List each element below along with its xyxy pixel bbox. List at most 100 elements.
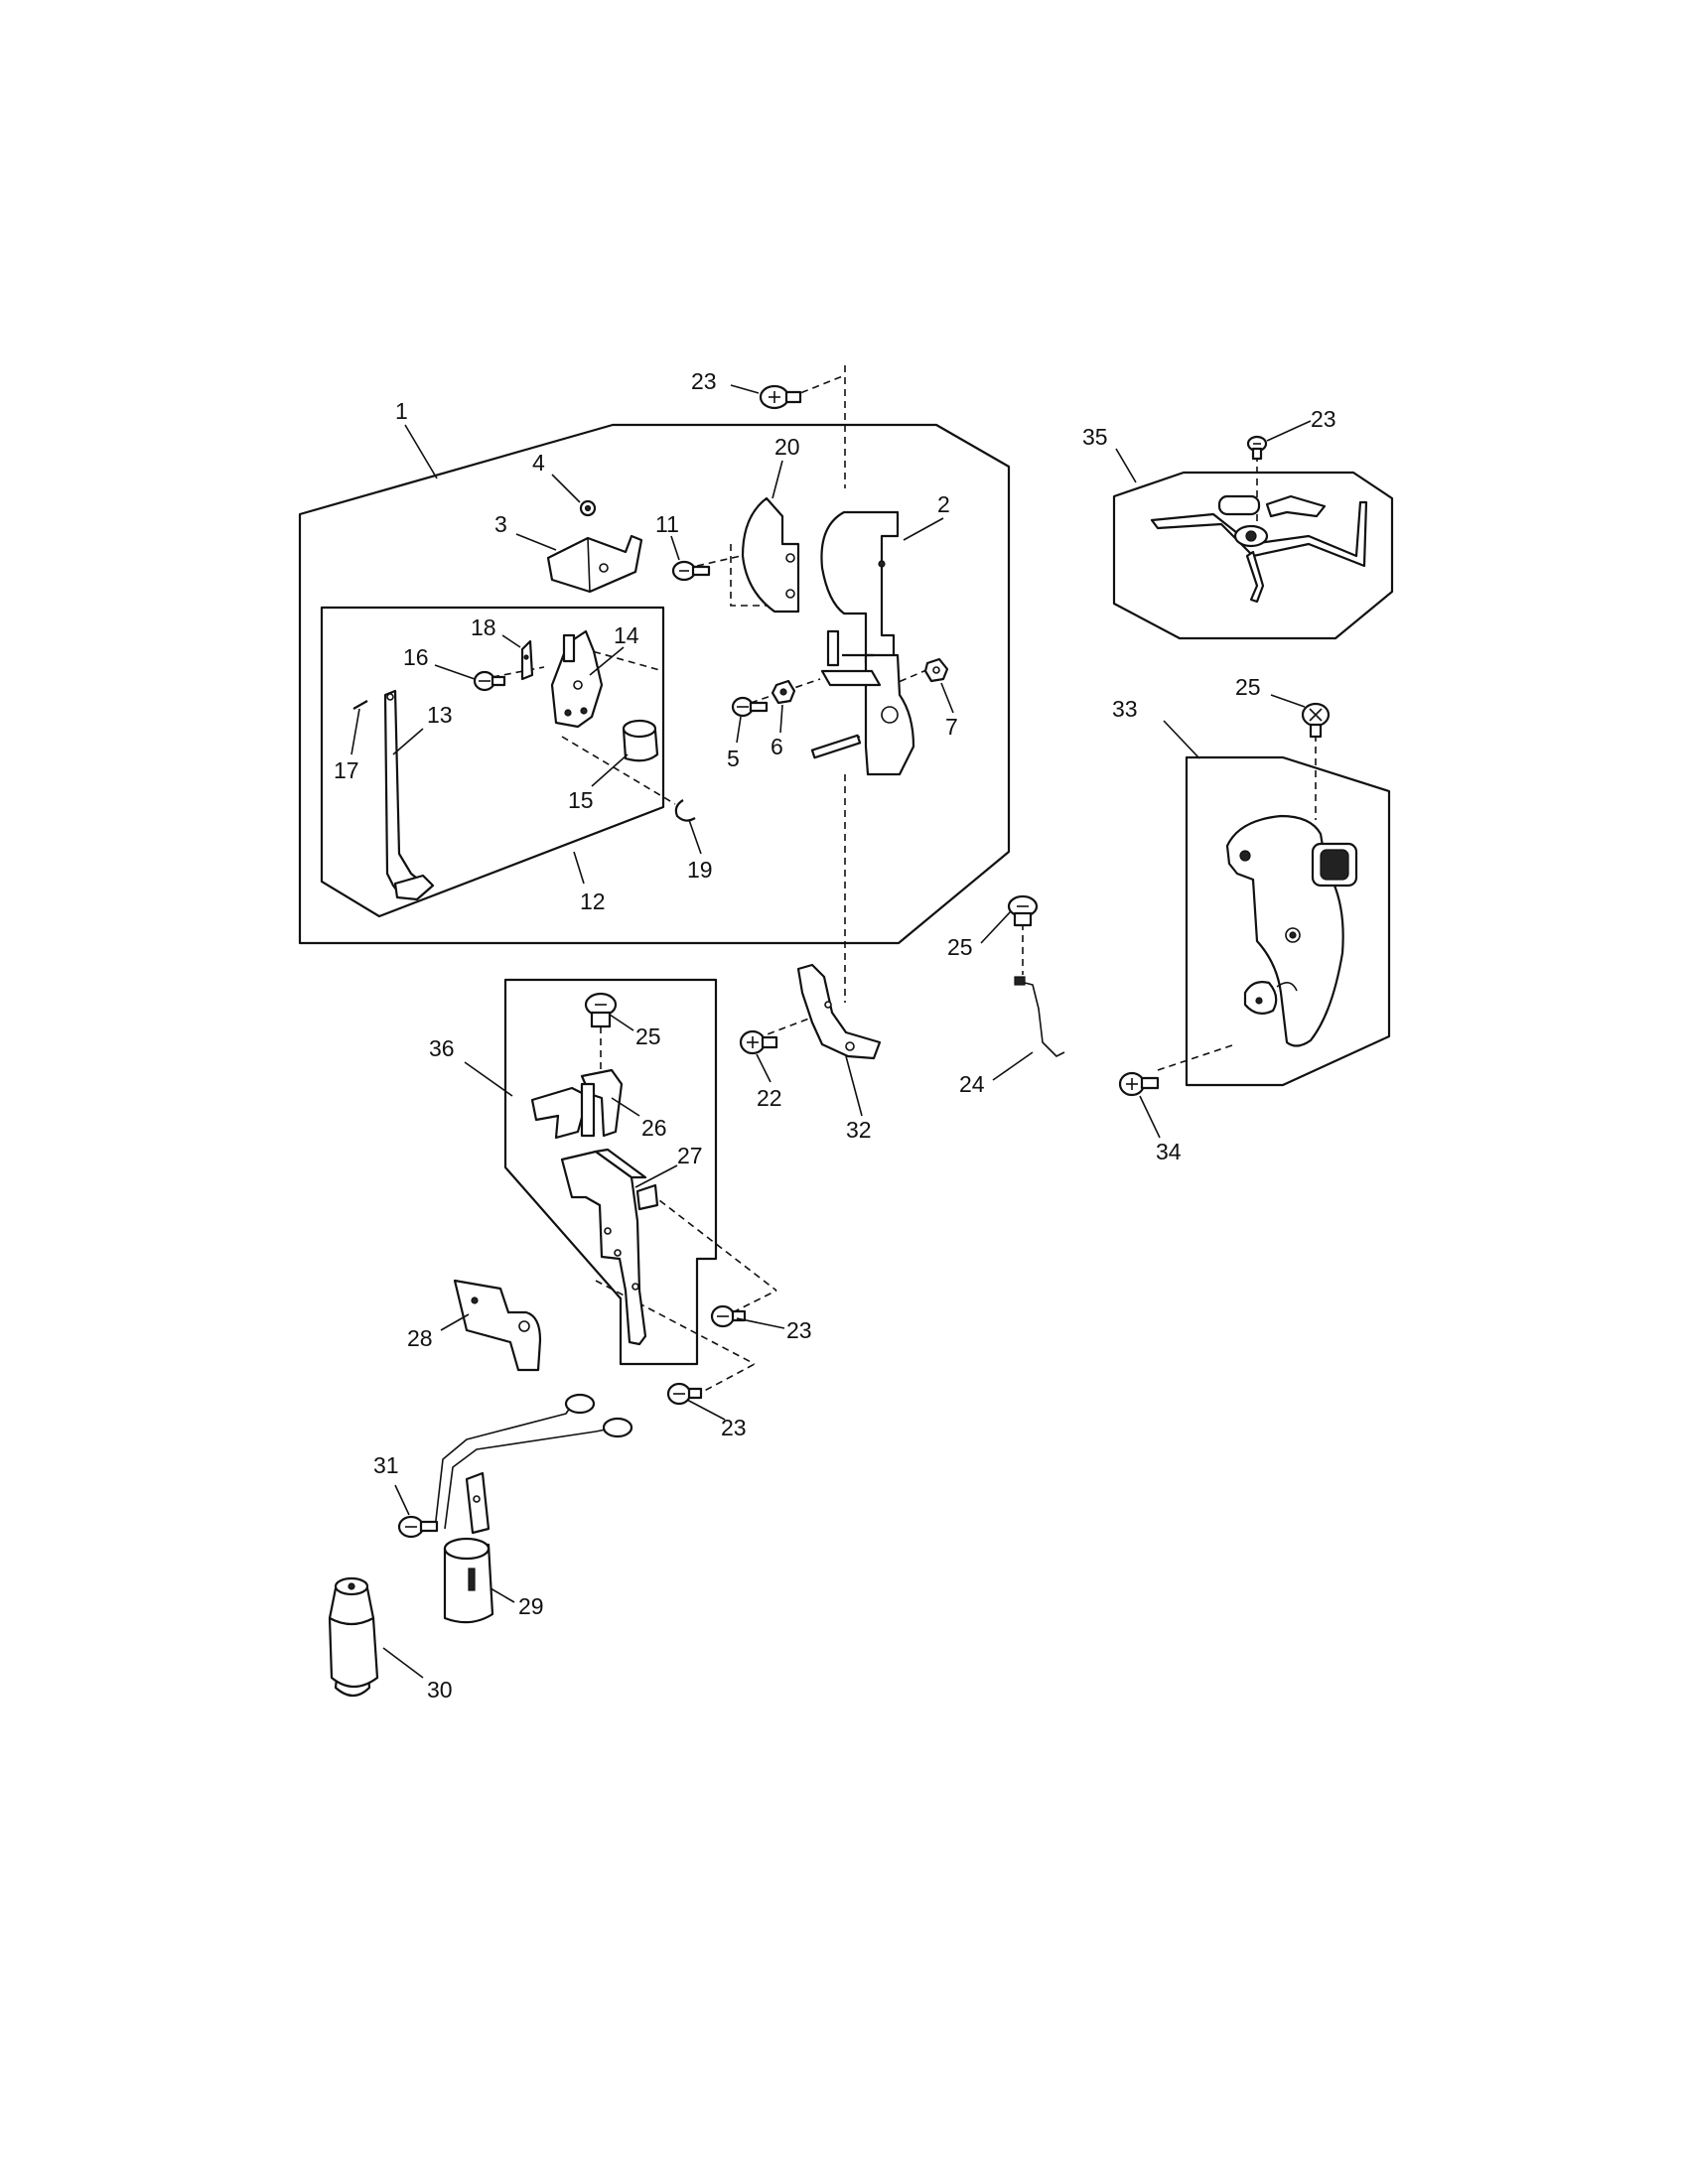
part-19-ering (674, 799, 696, 822)
leader-5 (736, 716, 742, 744)
assembly-35-outline (1112, 471, 1394, 640)
part-33-assembly (1225, 814, 1358, 1047)
leader-2 (903, 517, 944, 541)
part-4-nut (579, 499, 597, 517)
callout-19: 19 (687, 857, 713, 883)
callout-2: 2 (937, 491, 950, 517)
leader-35 (1115, 448, 1137, 483)
assembly-line-top-screw (789, 374, 846, 398)
leader-14 (589, 646, 625, 676)
callout-29: 29 (518, 1593, 544, 1619)
callout-32: 32 (846, 1117, 872, 1143)
leader-19 (688, 819, 702, 855)
leader-17 (351, 708, 360, 755)
callout-20: 20 (774, 434, 800, 460)
part-6-nut (771, 679, 796, 705)
callout-28: 28 (407, 1325, 433, 1351)
callout-5: 5 (727, 746, 740, 771)
assembly-line-16 (491, 666, 545, 678)
callout-13: 13 (427, 702, 453, 728)
part-18-link (520, 639, 534, 681)
part-24-spring (1014, 976, 1065, 1057)
callout-31: 31 (373, 1452, 399, 1478)
leader-4 (551, 474, 581, 503)
part-15-cylinder (622, 719, 659, 762)
leader-18 (501, 634, 521, 648)
part-35-assembly (1150, 494, 1368, 604)
part-25-screw-24 (1007, 894, 1039, 927)
part-32-bracket (796, 963, 882, 1060)
callout-25-left-of-24: 25 (947, 934, 973, 960)
part-34-screw (1118, 1071, 1160, 1097)
assembly-33-outline (1185, 755, 1391, 1087)
leader-23c (736, 1317, 785, 1329)
leader-25b (609, 1014, 634, 1031)
callout-34: 34 (1156, 1139, 1182, 1164)
part-29-lamp-socket (434, 1393, 633, 1624)
part-20-plate (741, 496, 800, 614)
leader-16 (434, 664, 476, 680)
part-22-screw (739, 1029, 778, 1055)
assembly-1-outline (298, 423, 1011, 945)
leader-1 (404, 424, 438, 479)
part-16-screw (473, 670, 506, 692)
leader-33 (1163, 720, 1200, 759)
callout-12: 12 (580, 888, 606, 914)
callout-1: 1 (395, 398, 408, 424)
part-3-bracket (546, 534, 643, 594)
callout-14: 14 (614, 622, 639, 648)
callout-30: 30 (427, 1677, 453, 1703)
callout-25-33: 25 (1235, 674, 1261, 700)
callout-23-top: 23 (691, 368, 717, 394)
leader-13 (392, 728, 424, 755)
callout-7: 7 (945, 714, 958, 740)
leader-34 (1139, 1095, 1161, 1139)
part-23-screw-top (759, 384, 802, 410)
callout-6: 6 (771, 734, 783, 759)
assembly-line-34 (1157, 1043, 1236, 1071)
leader-11 (670, 535, 680, 561)
leader-20 (772, 460, 783, 499)
callout-4: 4 (532, 450, 545, 476)
part-28-plate (453, 1279, 542, 1372)
leader-30 (382, 1647, 424, 1679)
leader-29 (490, 1587, 515, 1603)
callout-18: 18 (471, 614, 496, 640)
callout-36: 36 (429, 1035, 455, 1061)
leader-24 (992, 1051, 1034, 1081)
assembly-line-19 (561, 736, 676, 805)
leader-22 (756, 1053, 772, 1083)
callout-17: 17 (334, 757, 359, 783)
part-7-nut (923, 657, 949, 683)
callout-16: 16 (403, 644, 429, 670)
assembly-36-outline (503, 978, 718, 1366)
assembly-line-7 (877, 666, 934, 692)
part-27-bracket (560, 1148, 659, 1346)
callout-23-top-right: 23 (1311, 406, 1336, 432)
leader-25c (1270, 694, 1306, 708)
leader-6 (779, 704, 783, 734)
leader-25a (980, 910, 1012, 944)
callout-11: 11 (655, 511, 679, 537)
callout-27: 27 (677, 1143, 703, 1168)
callout-3: 3 (494, 511, 507, 537)
assembly-12-outline (320, 606, 665, 918)
assembly-line-27-a (649, 1192, 777, 1292)
part-23-screw-right-of-27 (710, 1304, 747, 1328)
callout-23-below-27: 23 (721, 1415, 747, 1440)
part-31-screw (397, 1515, 439, 1539)
part-14-mechanism (550, 629, 604, 729)
callout-25-in-36: 25 (635, 1024, 661, 1049)
leader-12 (573, 851, 585, 885)
leader-31 (394, 1484, 410, 1516)
part-26-bracket (530, 1068, 624, 1140)
callout-23-right-of-27: 23 (786, 1317, 812, 1343)
part-2-main-plate (810, 510, 915, 776)
assembly-line-27-c (595, 1280, 756, 1365)
part-25-screw-36 (584, 992, 618, 1028)
callout-24: 24 (959, 1071, 985, 1097)
leader-28 (440, 1313, 470, 1331)
part-30-bulb (328, 1576, 379, 1698)
leader-3 (515, 533, 557, 551)
